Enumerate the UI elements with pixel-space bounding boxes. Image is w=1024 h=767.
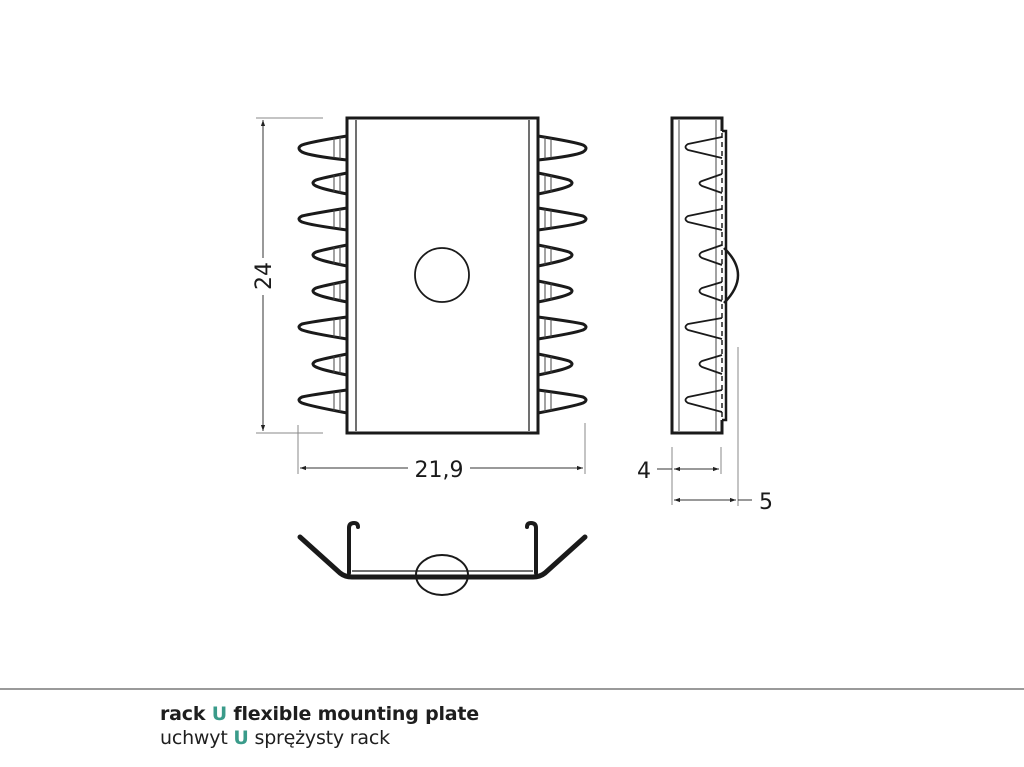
left-teeth-inner-lines [333, 137, 341, 412]
front-view: 24 21,9 [252, 116, 588, 483]
side-bump [723, 247, 740, 304]
height-dimension [256, 117, 323, 434]
tooth [537, 206, 588, 232]
tooth [297, 206, 348, 232]
caption-polish-suffix: sprężysty rack [254, 727, 391, 749]
center-hole [414, 247, 470, 303]
height-dimension-label: 24 [252, 262, 277, 290]
profile-base [297, 534, 588, 580]
plate-body [345, 116, 540, 435]
caption-polish: uchwyt U sprężysty rack [160, 726, 479, 750]
depth-dimension-label: 5 [759, 490, 773, 515]
side-teeth [684, 136, 723, 413]
caption-divider [0, 688, 1024, 690]
caption-english-accent: U [211, 703, 227, 725]
side-view: 4 5 [637, 116, 773, 515]
tooth [297, 388, 348, 415]
depth-dimension [674, 347, 752, 506]
right-teeth [537, 134, 588, 415]
tooth [537, 134, 588, 162]
profile-view [297, 520, 588, 596]
tooth [537, 315, 588, 341]
tooth [537, 243, 574, 268]
left-teeth [297, 134, 348, 415]
tooth [297, 134, 348, 162]
right-teeth-inner-lines [544, 137, 552, 412]
profile-left-arm [347, 520, 360, 575]
caption-english: rack U flexible mounting plate [160, 702, 479, 726]
tooth [311, 243, 348, 268]
tooth [297, 315, 348, 341]
thickness-dimension-label: 4 [637, 459, 651, 484]
tooth [537, 171, 574, 196]
tooth [311, 352, 348, 377]
tooth [311, 171, 348, 196]
tooth [537, 279, 574, 304]
caption: rack U flexible mounting plate uchwyt U … [160, 702, 479, 750]
caption-polish-prefix: uchwyt [160, 727, 228, 749]
side-back-wall [722, 129, 728, 422]
width-dimension [297, 423, 586, 474]
tooth [537, 388, 588, 415]
caption-english-suffix: flexible mounting plate [233, 703, 479, 725]
profile-bump [415, 554, 469, 596]
tooth [537, 352, 574, 377]
caption-english-prefix: rack [160, 703, 206, 725]
width-dimension-label: 21,9 [415, 458, 464, 483]
profile-right-arm [525, 520, 538, 575]
side-profile-outer [670, 116, 724, 435]
tooth [311, 279, 348, 304]
caption-polish-accent: U [233, 727, 249, 749]
thickness-dimension [657, 447, 722, 505]
